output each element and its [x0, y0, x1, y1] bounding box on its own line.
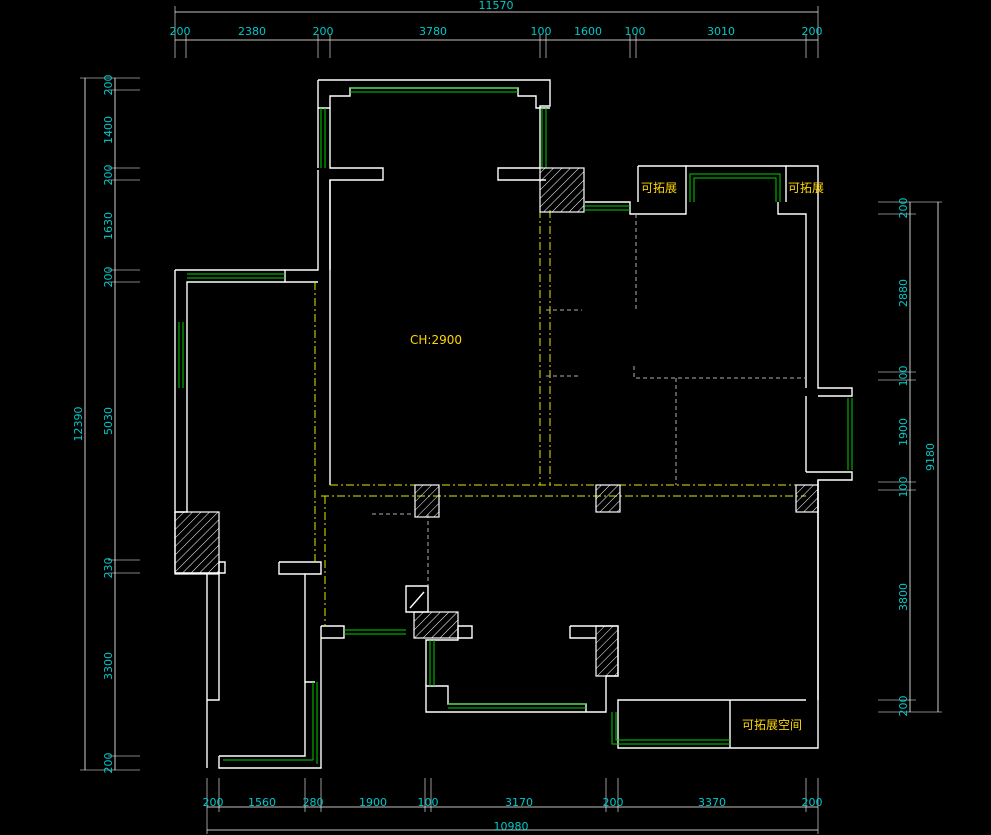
top-dim: 2380	[238, 25, 266, 38]
left-total-dim: 12390	[72, 407, 85, 442]
bottom-total-dim: 10980	[494, 820, 529, 833]
top-dim: 3010	[707, 25, 735, 38]
right-dim: 200	[897, 696, 910, 717]
right-dimension-chain: 200 2880 100 1900 100 3800 200 9180	[878, 198, 942, 717]
top-dim: 200	[313, 25, 334, 38]
column-hatch	[174, 511, 220, 575]
bottom-dim: 1560	[248, 796, 276, 809]
left-dim: 200	[102, 267, 115, 288]
left-dim: 1630	[102, 212, 115, 240]
left-dim: 5030	[102, 407, 115, 435]
centerlines	[314, 210, 806, 626]
left-dim: 200	[102, 753, 115, 774]
bottom-dim: 1900	[359, 796, 387, 809]
left-dim: 1400	[102, 116, 115, 144]
right-dim: 3800	[897, 583, 910, 611]
column-hatch	[595, 484, 621, 513]
left-dim: 200	[102, 165, 115, 186]
column-hatch	[595, 625, 619, 677]
left-dim: 3300	[102, 652, 115, 680]
column-hatch	[795, 484, 819, 513]
bottom-dim: 280	[303, 796, 324, 809]
bottom-dim: 100	[418, 796, 439, 809]
top-total-dim: 11570	[479, 0, 514, 12]
expandable-space-label: 可拓展空间	[742, 718, 802, 732]
top-dim: 100	[625, 25, 646, 38]
top-dim: 1600	[574, 25, 602, 38]
bottom-dim: 3170	[505, 796, 533, 809]
right-dim: 1900	[897, 418, 910, 446]
ceiling-height-label: CH:2900	[410, 333, 462, 347]
right-dim: 100	[897, 366, 910, 387]
annotations: CH:2900 可拓展 可拓展 可拓展空间	[410, 181, 824, 732]
structural-columns	[174, 167, 819, 677]
top-dimension-chain: 11570 200 2380 200 3780 100 1600 100 301…	[170, 0, 823, 58]
bottom-dim: 200	[603, 796, 624, 809]
right-dim: 200	[897, 198, 910, 219]
top-dim: 200	[802, 25, 823, 38]
bottom-dim: 200	[802, 796, 823, 809]
left-dim: 230	[102, 558, 115, 579]
expandable-label-left: 可拓展	[641, 181, 677, 195]
top-dim: 100	[531, 25, 552, 38]
bottom-dim: 3370	[698, 796, 726, 809]
column-hatch	[414, 484, 440, 518]
hidden-lines	[372, 214, 806, 586]
expandable-label-right: 可拓展	[788, 181, 824, 195]
top-dim: 200	[170, 25, 191, 38]
left-dim: 200	[102, 75, 115, 96]
bottom-dimension-chain: 200 1560 280 1900 100 3170 200 3370 200 …	[203, 778, 823, 834]
bottom-dim: 200	[203, 796, 224, 809]
left-dimension-chain: 12390 200 1400 200 1630 200 5030 230 330…	[72, 75, 140, 774]
windows	[178, 87, 853, 764]
right-dim: 100	[897, 477, 910, 498]
right-total-dim: 9180	[924, 443, 937, 471]
column-hatch	[539, 167, 585, 213]
column-hatch	[413, 611, 459, 639]
top-dim: 3780	[419, 25, 447, 38]
exterior-walls	[174, 79, 853, 769]
right-dim: 2880	[897, 279, 910, 307]
